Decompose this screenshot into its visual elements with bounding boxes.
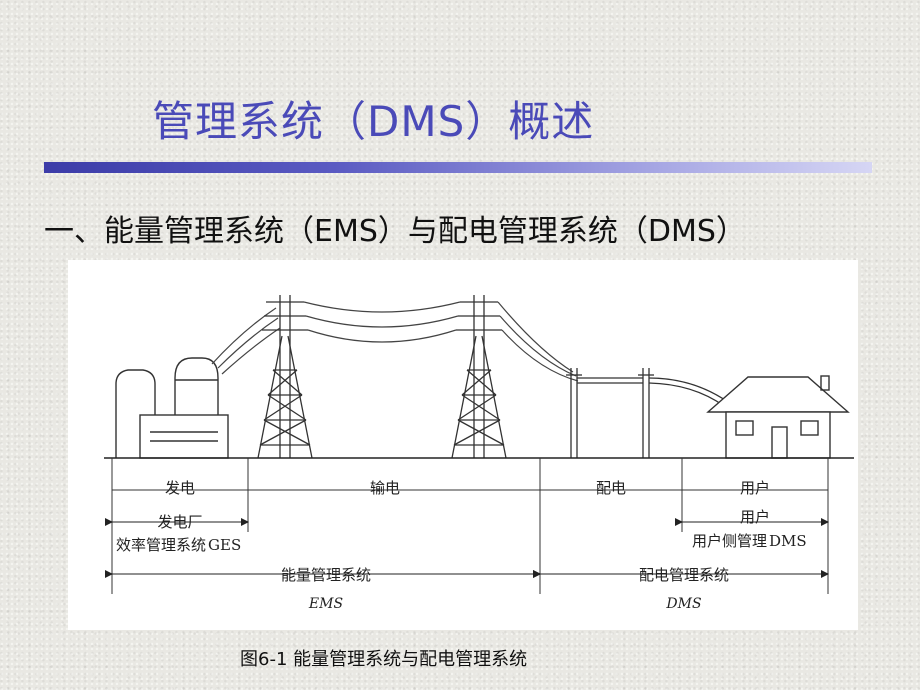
power-plant-icon	[115, 357, 229, 459]
dms-label: 配电管理系统	[639, 566, 729, 584]
customer-house-icon	[706, 375, 850, 459]
ems-abbr: EMS	[308, 596, 343, 612]
dms-abbr: DMS	[665, 596, 701, 612]
transmission-lines	[303, 301, 579, 382]
transmission-tower-1	[257, 295, 313, 459]
transmission-tower-2	[451, 295, 507, 459]
section-label-generation: 发电	[165, 479, 195, 497]
customer-side-label: 用户	[740, 508, 770, 526]
title-divider	[44, 162, 872, 173]
section-label-transmission: 输电	[370, 479, 400, 497]
plant-label: 发电厂	[157, 513, 202, 531]
plant-feeder-lines	[211, 307, 281, 375]
distribution-poles	[566, 368, 729, 458]
section-label-distribution: 配电	[596, 479, 626, 497]
slide-subtitle: 一、能量管理系统（EMS）与配电管理系统（DMS）	[44, 214, 746, 249]
slide-title: 管理系统（DMS）概述	[152, 97, 595, 146]
ems-label: 能量管理系统	[281, 566, 371, 584]
figure-caption: 图6-1 能量管理系统与配电管理系统	[240, 649, 528, 670]
section-label-customer: 用户	[740, 479, 770, 497]
